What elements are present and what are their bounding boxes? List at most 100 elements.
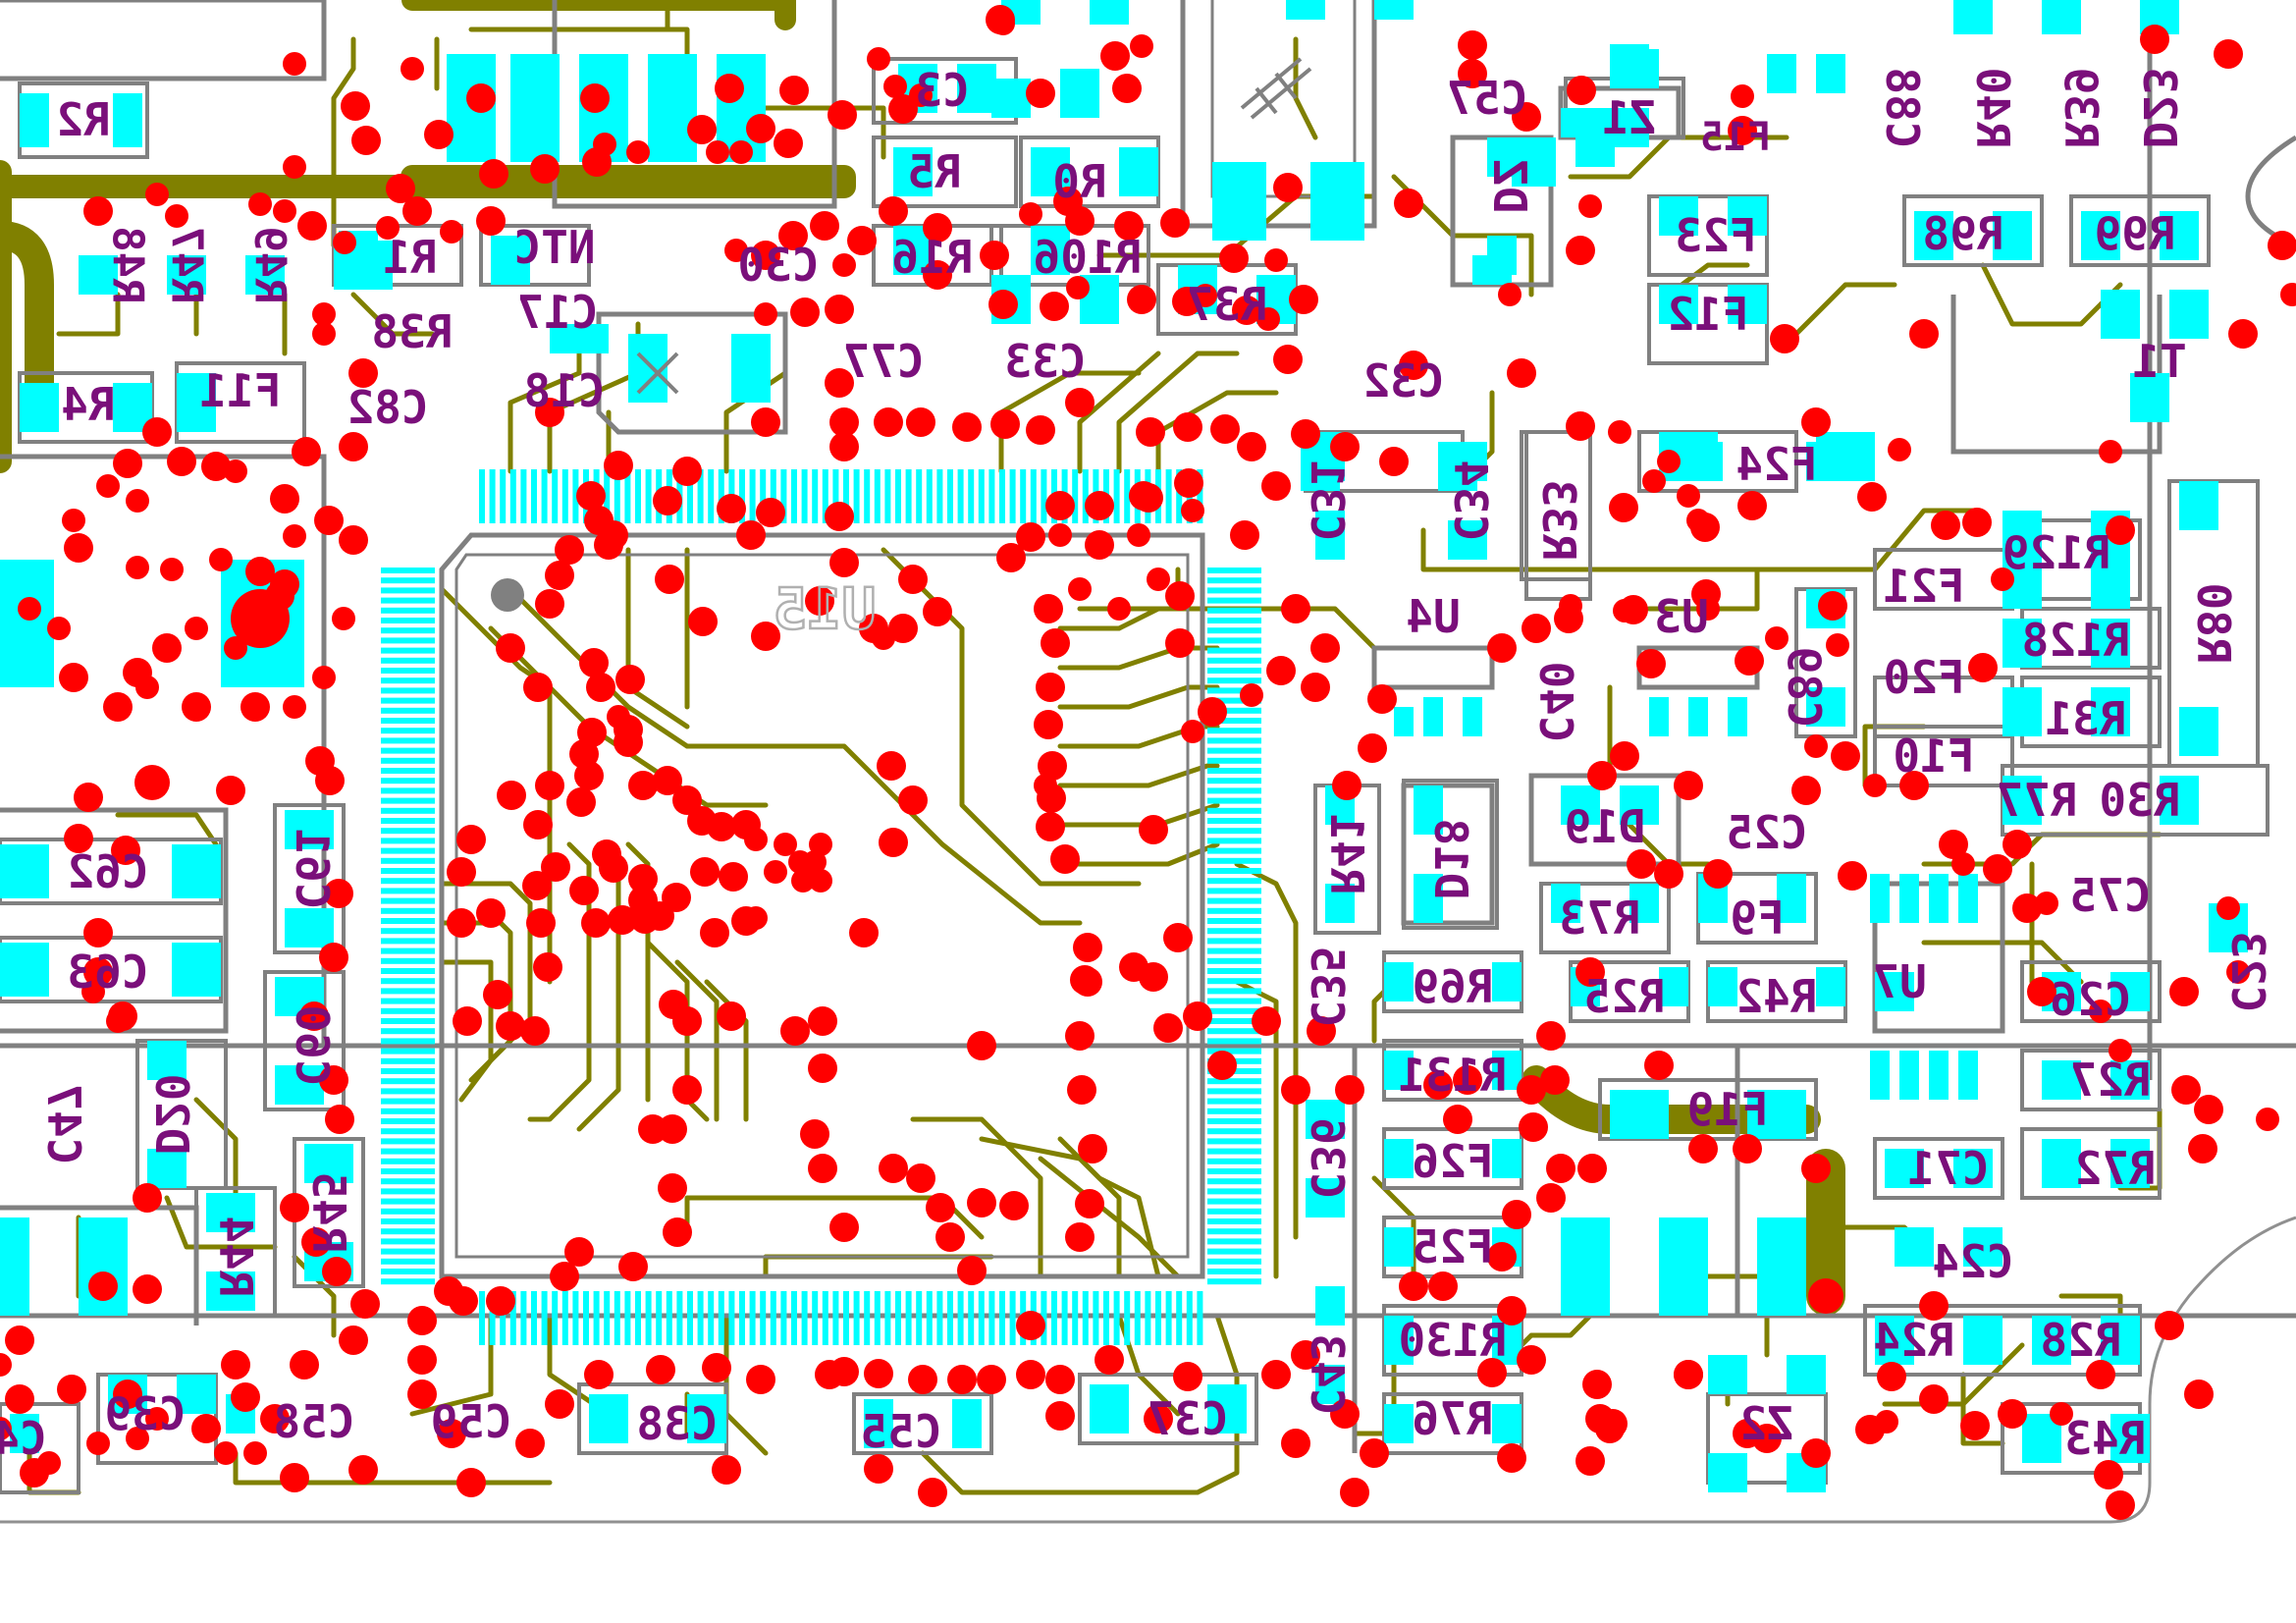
- ic-pin: [1207, 1188, 1261, 1195]
- via: [1585, 1404, 1615, 1434]
- via: [1458, 59, 1487, 88]
- via: [872, 626, 895, 650]
- ic-pin: [381, 907, 435, 914]
- ic-pin: [614, 469, 620, 523]
- via: [1566, 411, 1595, 441]
- designator-r4: R4: [61, 378, 115, 431]
- via: [476, 206, 506, 236]
- via: [825, 502, 854, 531]
- ic-pin: [853, 469, 860, 523]
- via: [808, 1054, 837, 1083]
- via: [535, 398, 564, 427]
- via: [608, 905, 637, 935]
- via: [1291, 1340, 1320, 1370]
- ic-pin: [1176, 469, 1183, 523]
- ic-pin: [381, 868, 435, 874]
- via: [1045, 491, 1075, 520]
- via: [788, 850, 812, 874]
- via: [579, 648, 609, 677]
- via: [2089, 1000, 2112, 1023]
- ic-pin: [718, 1291, 724, 1345]
- pad: [1561, 1217, 1610, 1316]
- via: [1657, 450, 1681, 473]
- ic-pin: [1207, 968, 1261, 974]
- pad: [991, 79, 1031, 118]
- designator-c37: C37: [1147, 1392, 1228, 1445]
- ic-pin: [1197, 1291, 1203, 1345]
- via: [64, 533, 93, 563]
- ic-pin: [381, 687, 435, 694]
- ic-pin: [381, 1158, 435, 1164]
- via: [566, 787, 596, 817]
- via: [1909, 319, 1939, 349]
- via: [283, 524, 306, 548]
- via: [1804, 734, 1828, 758]
- pad: [285, 810, 334, 849]
- via: [314, 506, 344, 535]
- via: [1040, 292, 1069, 321]
- signal-trace: [1607, 508, 1976, 572]
- ic-pin: [936, 469, 943, 523]
- via: [126, 489, 149, 513]
- via: [1273, 173, 1303, 202]
- via: [778, 221, 808, 250]
- designator-dz: DZ: [1483, 159, 1536, 213]
- via: [1428, 1271, 1458, 1301]
- pad: [285, 908, 334, 947]
- pad: [2101, 1316, 2140, 1365]
- ic-pin: [381, 618, 435, 623]
- designator-d18: D18: [1424, 818, 1477, 899]
- ic-pin: [381, 1128, 435, 1135]
- pad: [957, 64, 996, 113]
- via: [402, 196, 432, 226]
- via: [64, 824, 93, 853]
- ic-pin: [739, 1291, 745, 1345]
- ic-pin: [1207, 1048, 1261, 1055]
- ic-pin: [999, 1291, 1005, 1345]
- pad: [1958, 1051, 1978, 1100]
- ic-pin: [552, 1291, 559, 1345]
- via: [1130, 34, 1153, 58]
- via: [1230, 520, 1259, 550]
- designator-c30: C30: [737, 239, 819, 292]
- via: [1038, 751, 1067, 781]
- pad: [1816, 967, 1845, 1006]
- via: [655, 565, 684, 594]
- via: [1289, 285, 1318, 314]
- via: [103, 692, 133, 722]
- via: [706, 140, 729, 164]
- via: [152, 633, 182, 663]
- via: [712, 1455, 741, 1485]
- ic-pin: [1207, 1118, 1261, 1124]
- signal-trace: [733, 105, 886, 160]
- via: [593, 133, 616, 156]
- via: [1036, 673, 1065, 702]
- via: [1194, 284, 1217, 307]
- ic-pin: [381, 1108, 435, 1114]
- pad: [1374, 0, 1414, 20]
- ic-pin: [489, 469, 496, 523]
- ic-pin: [1165, 1291, 1172, 1345]
- via: [1026, 415, 1055, 445]
- designator-u4: U4: [1406, 590, 1460, 643]
- pad: [1875, 1316, 1914, 1365]
- via: [592, 839, 621, 869]
- pad: [172, 844, 221, 898]
- pad: [1929, 874, 1949, 923]
- ic-pin: [381, 988, 435, 995]
- ic-pin: [1207, 677, 1261, 684]
- via: [1100, 41, 1130, 71]
- pad: [1914, 211, 1953, 260]
- designator-c55: C55: [860, 1405, 941, 1458]
- ic-pin: [381, 587, 435, 594]
- pad: [2101, 290, 2140, 339]
- via: [1536, 1021, 1566, 1051]
- via: [2086, 1360, 2115, 1389]
- power-trace: [401, 0, 796, 30]
- via: [1863, 774, 1887, 797]
- designator-c43: C43: [1301, 1333, 1354, 1415]
- via: [829, 407, 859, 437]
- via: [1919, 1291, 1949, 1321]
- via: [83, 196, 113, 226]
- via: [638, 1114, 667, 1144]
